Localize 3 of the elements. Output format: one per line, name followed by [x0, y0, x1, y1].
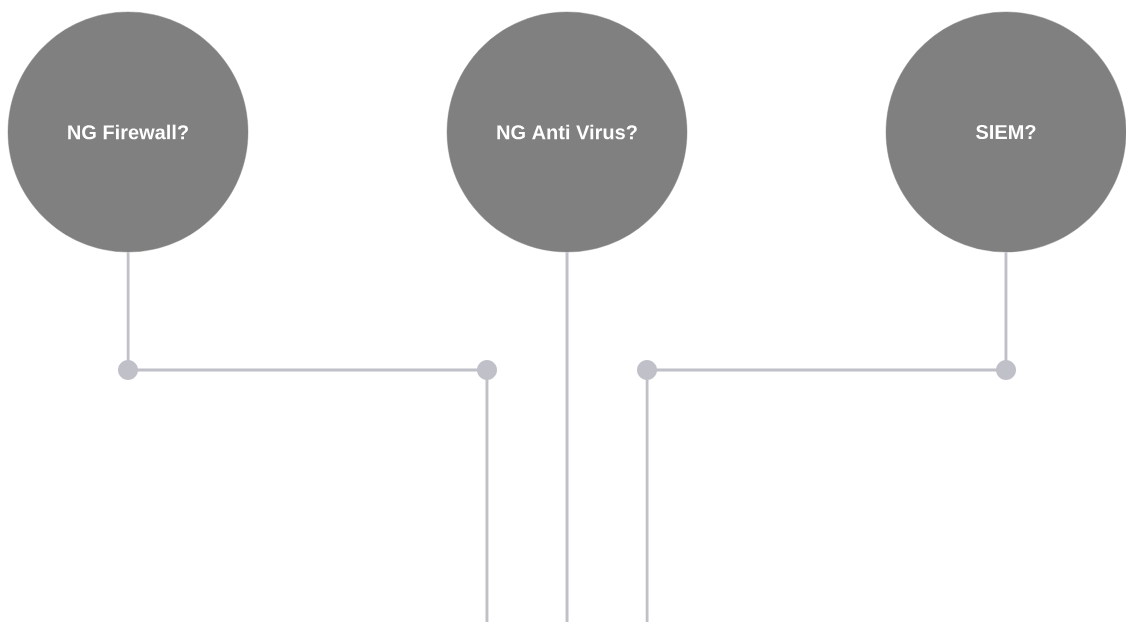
circle-node: NG Firewall? [7, 11, 249, 253]
circle-node: SIEM? [885, 11, 1126, 253]
circle-node: NG Anti Virus? [446, 11, 688, 253]
